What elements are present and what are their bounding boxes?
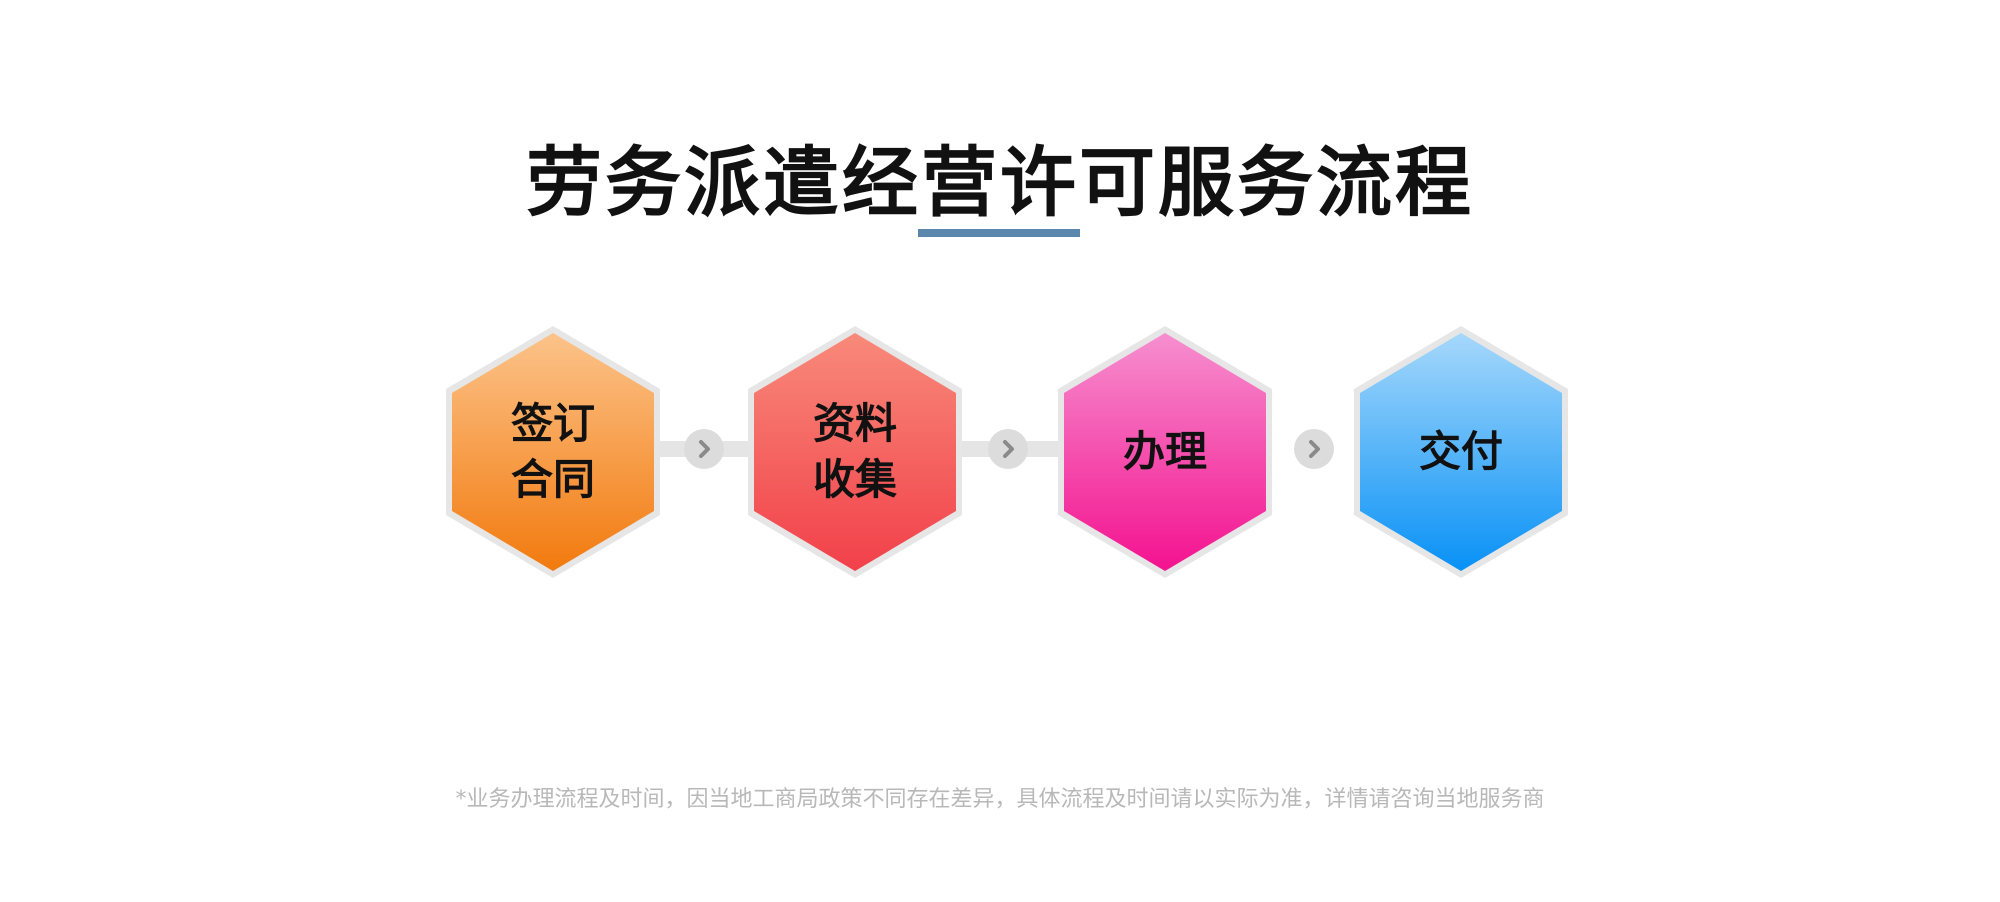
chevron-right-icon [684, 429, 724, 469]
chevron-right-icon [988, 429, 1028, 469]
chevron-right-icon [1294, 429, 1334, 469]
footnote-disclaimer: *业务办理流程及时间，因当地工商局政策不同存在差异，具体流程及时间请以实际为准，… [455, 787, 1545, 812]
step-label: 交付 [1418, 427, 1503, 476]
step-label: 资料 收集 [812, 399, 897, 504]
step-label: 办理 [1122, 427, 1207, 476]
step-hexagon-process: 办理 [1054, 324, 1276, 580]
title-underline [918, 229, 1080, 237]
step-hexagon-sign-contract: 签订 合同 [442, 324, 664, 580]
step-label: 签订 合同 [510, 399, 595, 504]
step-hexagon-deliver: 交付 [1350, 324, 1572, 580]
page-title: 劳务派遣经营许可服务流程 [526, 138, 1474, 227]
step-hexagon-collect-materials: 资料 收集 [744, 324, 966, 580]
